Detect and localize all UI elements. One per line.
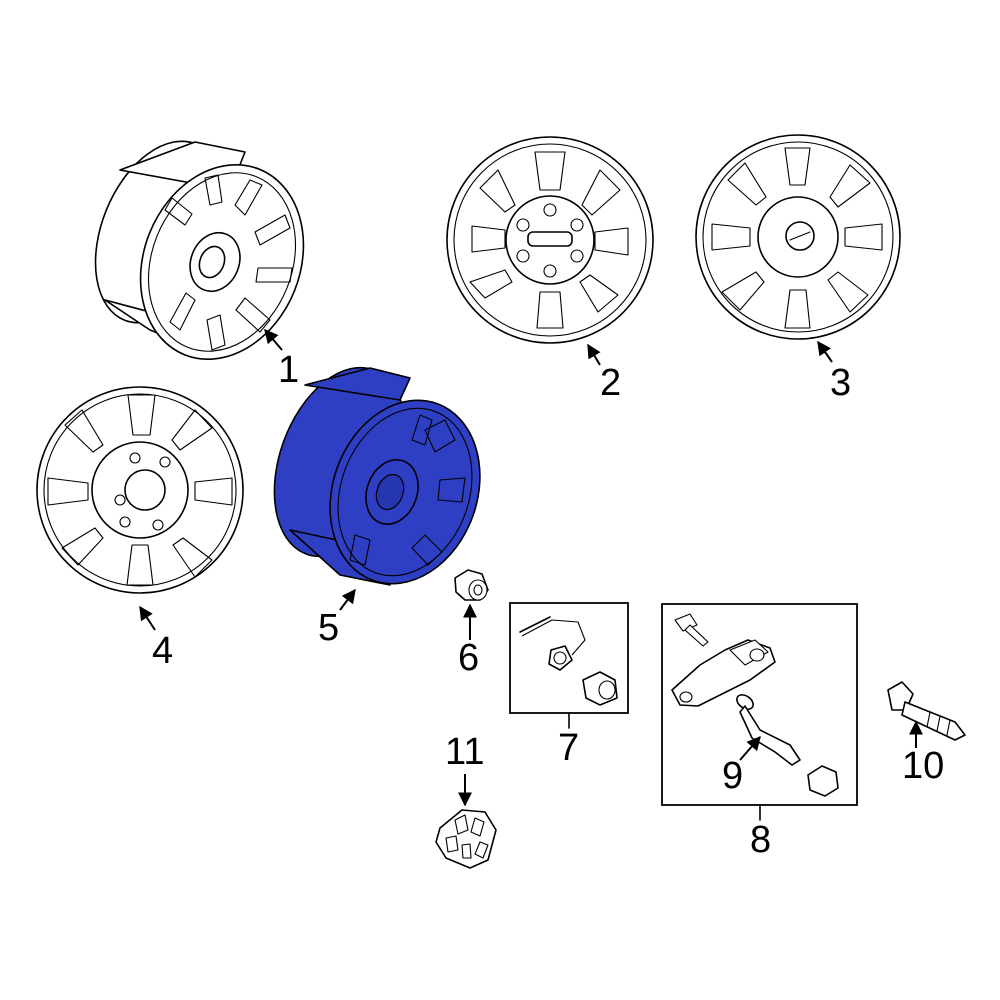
arrow-9 xyxy=(739,735,761,761)
callout-3: 3 xyxy=(830,362,851,404)
callout-10: 10 xyxy=(902,745,944,787)
callout-5: 5 xyxy=(318,607,339,649)
arrow-3 xyxy=(817,340,833,363)
callout-4: 4 xyxy=(152,630,173,672)
arrow-4 xyxy=(139,605,156,631)
part-11-center-cap[interactable] xyxy=(435,809,497,869)
part-3-wheel-front[interactable] xyxy=(695,134,901,340)
part-5-steel-wheel[interactable] xyxy=(250,349,505,605)
callout-7: 7 xyxy=(558,727,579,769)
callout-9: 9 xyxy=(722,755,743,797)
arrow-1 xyxy=(264,328,283,351)
callout-2: 2 xyxy=(600,362,621,404)
callout-1: 1 xyxy=(278,349,299,391)
arrow-2 xyxy=(587,343,601,366)
callout-8: 8 xyxy=(750,819,771,861)
part-8-tpms-sensor-kit[interactable] xyxy=(661,603,858,806)
part-4-wheel-front[interactable] xyxy=(36,386,244,594)
part-7-wheel-lock-kit[interactable] xyxy=(509,602,629,714)
part-2-wheel-front[interactable] xyxy=(446,136,654,344)
part-1-alloy-wheel[interactable] xyxy=(71,122,332,384)
part-6-lug-nut[interactable] xyxy=(454,569,489,601)
part-10-valve-stem[interactable] xyxy=(887,681,966,741)
callout-6: 6 xyxy=(458,637,479,679)
callout-11: 11 xyxy=(445,731,484,773)
arrow-5 xyxy=(339,588,356,611)
